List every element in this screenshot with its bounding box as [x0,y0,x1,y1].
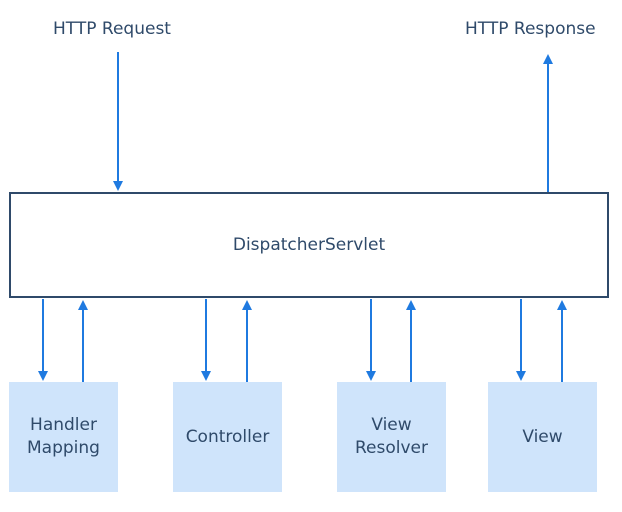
view-label: View [522,426,563,447]
dispatcher-servlet-label: DispatcherServlet [232,235,386,255]
dispatcher-servlet-box: DispatcherServlet [9,192,609,298]
handler-mapping-box: Handler Mapping [9,382,118,492]
view-box: View [488,382,597,492]
view-resolver-label: View Resolver [355,415,428,458]
http-request-label: HTTP Request [53,19,171,39]
http-response-label: HTTP Response [465,19,596,39]
view-resolver-box: View Resolver [337,382,446,492]
handler-mapping-label: Handler Mapping [27,415,100,458]
controller-box: Controller [173,382,282,492]
controller-label: Controller [185,426,270,447]
